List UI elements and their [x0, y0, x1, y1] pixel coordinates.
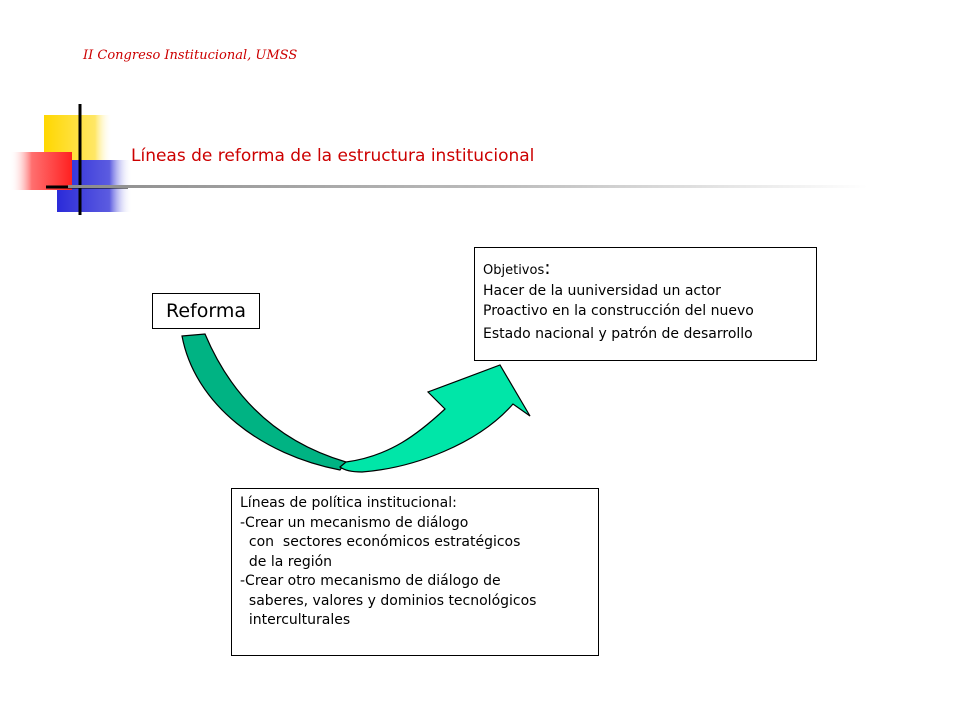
reforma-label: Reforma [166, 300, 246, 322]
objetivos-line: Proactivo en la construcción del nuevo [483, 303, 754, 319]
objetivos-heading: Objetivos: [483, 258, 808, 281]
slide-title: Líneas de reforma de la estructura insti… [131, 146, 535, 166]
lineas-line: Líneas de política institucional: [240, 495, 457, 511]
reforma-box: Reforma [152, 293, 260, 329]
objetivos-box: Objetivos: Hacer de la uuniversidad un a… [474, 247, 817, 361]
objetivos-heading-colon: : [544, 257, 551, 279]
lineas-box: Líneas de política institucional: -Crear… [231, 488, 599, 656]
objetivos-line: Hacer de la uuniversidad un actor [483, 283, 721, 299]
title-divider [68, 185, 868, 188]
header-subtitle: II Congreso Institucional, UMSS [83, 48, 298, 63]
deco-red-square [10, 152, 72, 190]
lineas-line: -Crear un mecanismo de diálogo [240, 514, 469, 531]
arrow-head [339, 364, 531, 473]
arrow-tail [181, 333, 347, 471]
lineas-line: interculturales [240, 612, 351, 628]
lineas-line: -Crear otro mecanismo de diálogo de [240, 573, 501, 589]
lineas-line: saberes, valores y dominios tecnológicos [240, 592, 537, 609]
objetivos-line: Estado nacional y patrón de desarrollo [483, 326, 753, 342]
lineas-line: de la región [240, 553, 333, 570]
lineas-line: con sectores económicos estratégicos [240, 534, 521, 550]
decorative-squares [10, 104, 132, 215]
objetivos-heading-label: Objetivos [483, 263, 545, 278]
